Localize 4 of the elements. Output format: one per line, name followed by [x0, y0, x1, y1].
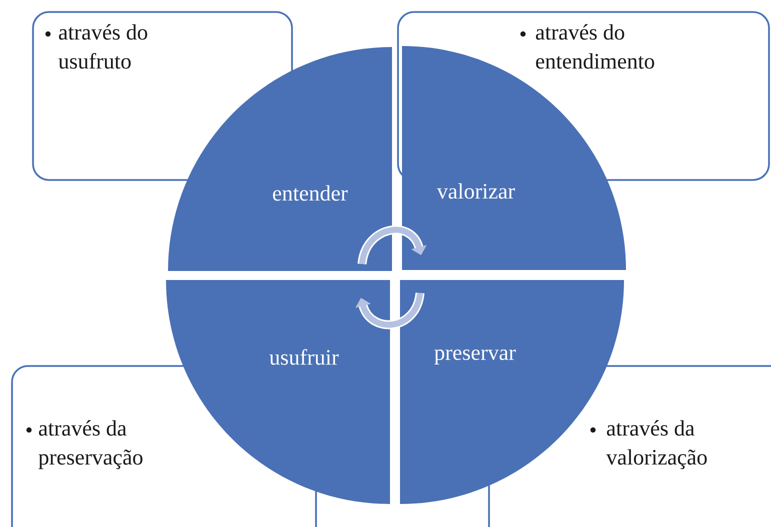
quadrant-sector: usufruir: [166, 280, 390, 504]
quadrant-sector: entender: [168, 47, 392, 271]
cycle-arrow: [358, 225, 426, 265]
cycle-arrow: [356, 292, 424, 330]
